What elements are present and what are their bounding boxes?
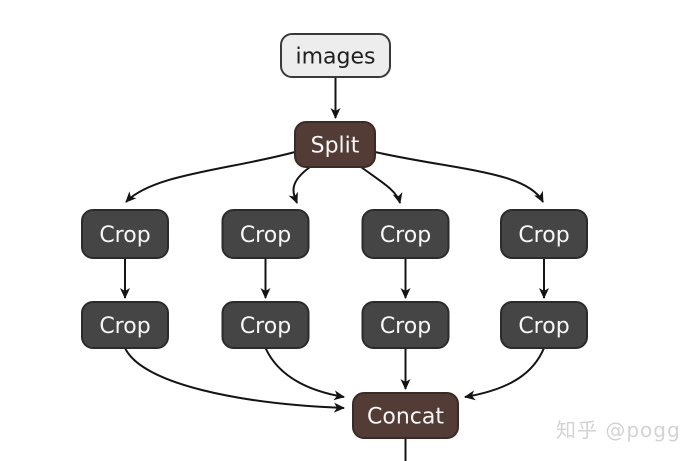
node-split: Split (294, 121, 376, 168)
node-split-label: Split (311, 134, 360, 159)
edge-split-crop-2a (288, 166, 311, 204)
node-crop-3a: Crop (361, 209, 450, 259)
edge-crop-1b-concat (124, 347, 345, 413)
watermark: 知乎 @pogg (556, 418, 681, 442)
edge-split-crop-4a (374, 151, 544, 203)
node-crop-2b: Crop (221, 301, 310, 349)
node-crop-2b-box (221, 301, 310, 349)
node-crop-4b-label: Crop (518, 314, 569, 339)
node-images-label: images (296, 45, 376, 70)
edge-crop-4b-concat (464, 347, 545, 401)
node-crop-1b-label: Crop (99, 314, 150, 339)
node-crop-2a: Crop (221, 209, 310, 259)
edge-crop-2b-concat (264, 347, 345, 401)
node-crop-1a-label: Crop (99, 223, 150, 248)
node-images: images (280, 33, 391, 78)
node-crop-3a-box (361, 209, 450, 259)
edge-split-crop-3a (360, 166, 403, 204)
node-crop-2a-label: Crop (240, 223, 291, 248)
node-crop-4b-box (500, 301, 588, 349)
edge-split-crop-1a (125, 151, 296, 203)
node-crop-4b: Crop (500, 301, 588, 349)
node-crop-2b-label: Crop (240, 314, 291, 339)
node-concat: Concat (352, 392, 459, 439)
node-crop-4a-box (500, 209, 588, 259)
node-images-box (280, 33, 391, 78)
node-crop-3b-label: Crop (380, 314, 431, 339)
node-crop-4a-label: Crop (518, 223, 569, 248)
node-crop-1b-box (81, 301, 169, 349)
node-crop-3b-box (361, 301, 450, 349)
node-concat-box (352, 392, 459, 439)
node-crop-2a-box (221, 209, 310, 259)
node-concat-label: Concat (367, 405, 444, 430)
node-crop-3a-label: Crop (380, 223, 431, 248)
node-crop-1b: Crop (81, 301, 169, 349)
node-crop-4a: Crop (500, 209, 588, 259)
node-split-box (294, 121, 376, 168)
node-crop-1a-box (81, 209, 169, 259)
edge-layer (120, 77, 549, 461)
node-crop-3b: Crop (361, 301, 450, 349)
node-crop-1a: Crop (81, 209, 169, 259)
